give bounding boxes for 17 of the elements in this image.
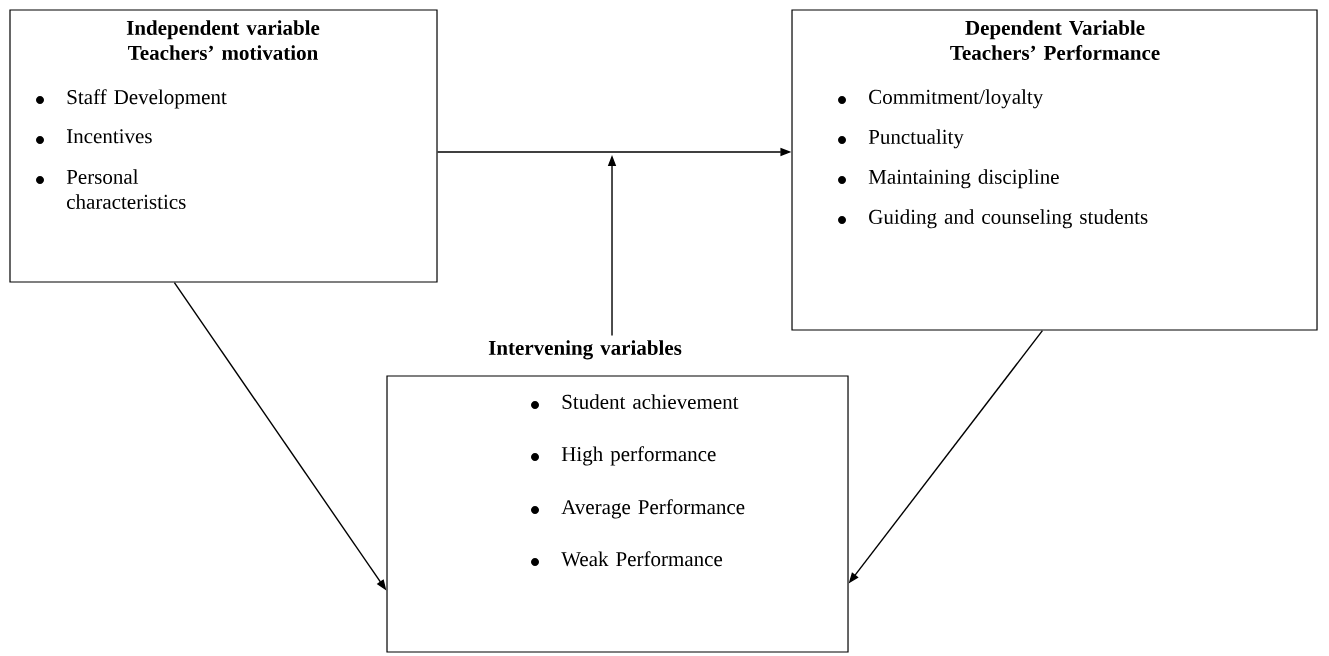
heading: Independent variable Teachers’ motivation bbox=[126, 20, 320, 60]
bullet-item: High performance bbox=[531, 446, 716, 466]
bullet-item: Commitment/loyalty bbox=[838, 89, 1044, 109]
bullet-item: Guiding and counseling students bbox=[838, 209, 1148, 229]
heading: Intervening variables bbox=[488, 340, 682, 360]
bullet-item: Student achievement bbox=[531, 394, 739, 409]
bullet-item: Incentives bbox=[36, 129, 152, 144]
variable-box bbox=[9, 9, 438, 283]
variable-box bbox=[791, 9, 1318, 331]
variable-box bbox=[386, 340, 849, 653]
heading: Dependent Variable Teachers’ Performance bbox=[950, 20, 1160, 60]
bullet-item: Staff Development bbox=[36, 89, 227, 109]
bullet-item: Punctuality bbox=[838, 129, 964, 149]
bullet-item: Personal characteristics bbox=[36, 169, 186, 209]
bullet-item: Weak Performance bbox=[531, 551, 723, 567]
bullet-item: Average Performance bbox=[531, 499, 745, 519]
bullet-item: Maintaining discipline bbox=[838, 169, 1059, 189]
